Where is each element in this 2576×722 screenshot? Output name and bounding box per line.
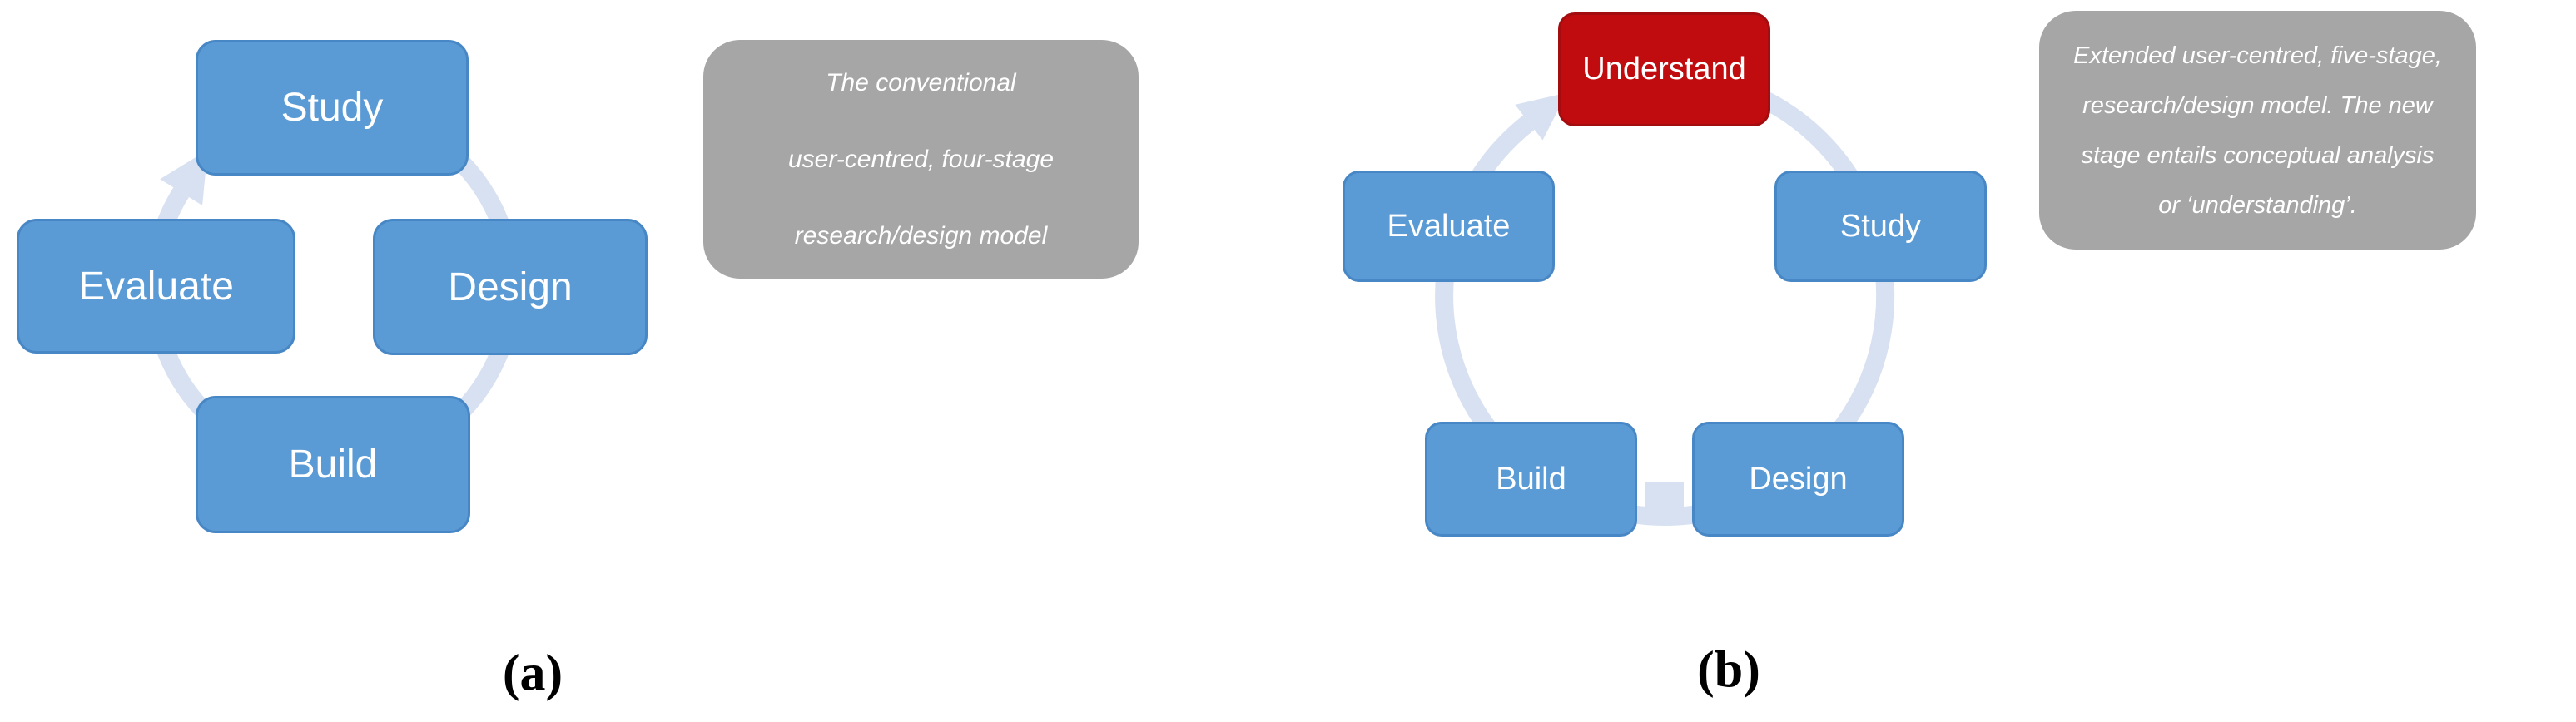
panel-label-b: (b) bbox=[1697, 641, 1760, 699]
stage-box-design-b: Design bbox=[1692, 422, 1904, 537]
caption-a: The conventional user-centred, four-stag… bbox=[703, 40, 1139, 279]
stage-box-evaluate-a: Evaluate bbox=[17, 219, 295, 354]
stage-box-design-a: Design bbox=[373, 219, 648, 355]
stage-box-build-a: Build bbox=[196, 396, 470, 533]
caption-b: Extended user-centred, five-stage, resea… bbox=[2039, 11, 2476, 250]
stage-box-study-a: Study bbox=[196, 40, 469, 176]
stage-box-study-b: Study bbox=[1774, 171, 1987, 282]
panel-label-a: (a) bbox=[502, 645, 563, 702]
stage-box-understand-b: Understand bbox=[1558, 12, 1770, 126]
arrowhead-b bbox=[1515, 92, 1567, 141]
stage-box-evaluate-b: Evaluate bbox=[1343, 171, 1555, 282]
connector-build-design bbox=[1645, 482, 1684, 522]
arrowhead-a bbox=[160, 150, 208, 205]
stage-box-build-b: Build bbox=[1425, 422, 1637, 537]
